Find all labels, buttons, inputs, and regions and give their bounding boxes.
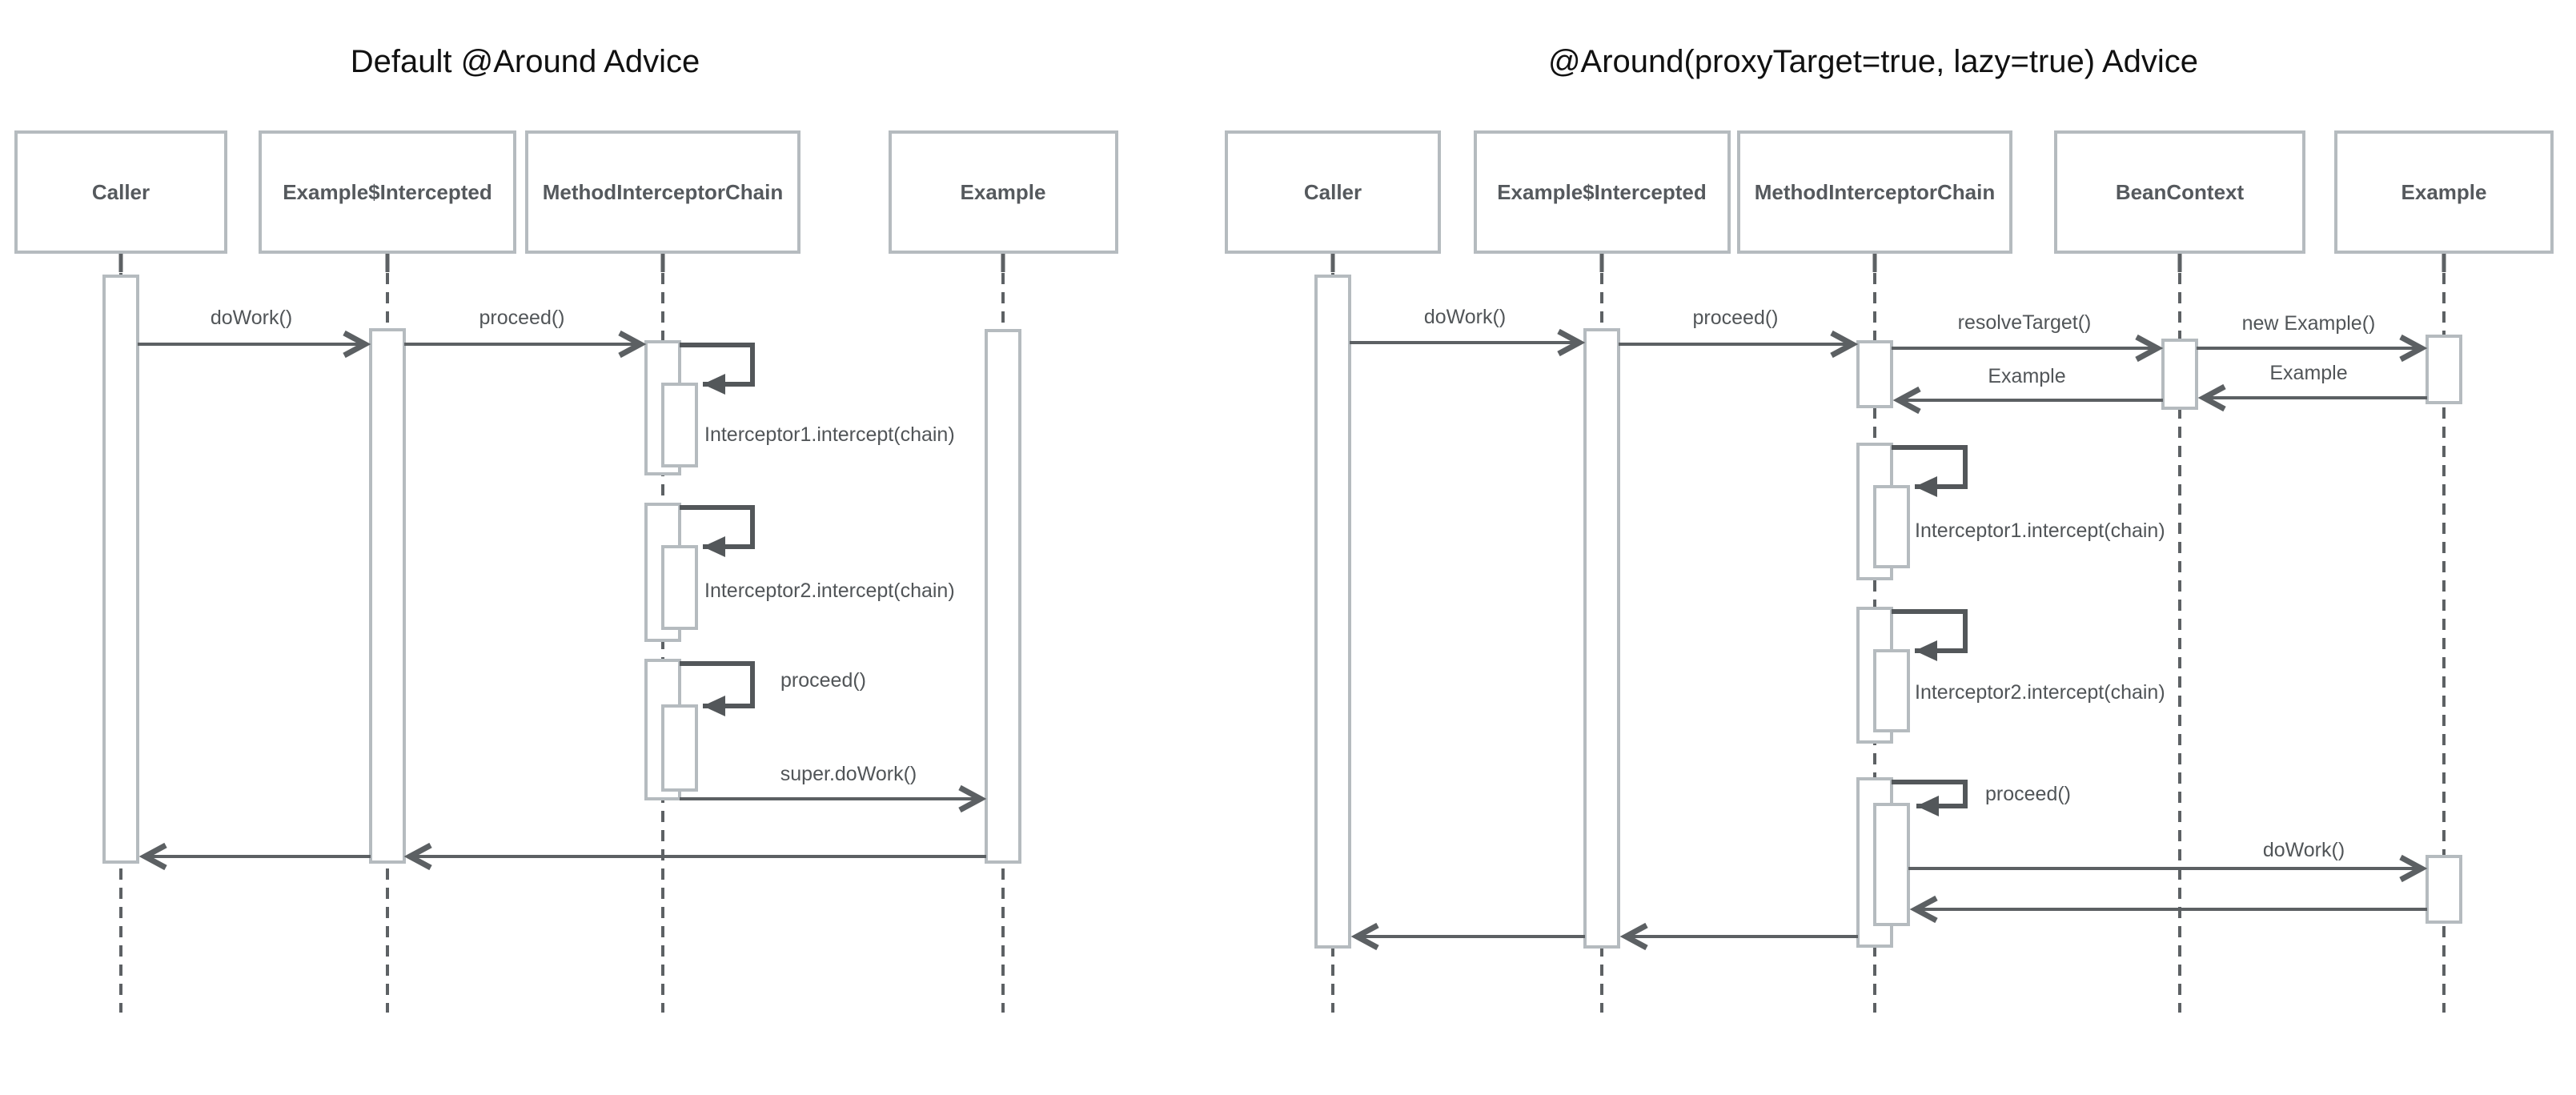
participant-label: Example$Intercepted — [1497, 180, 1707, 204]
label-super-dowork: super.doWork() — [780, 763, 917, 785]
label-self-proceed: proceed() — [1985, 783, 2071, 805]
activation-bean-context — [2161, 339, 2198, 410]
activation-chain-block1-nested — [1873, 485, 1910, 568]
activation-caller — [102, 275, 139, 864]
activation-example-dowork — [2426, 855, 2462, 924]
participant-method-interceptor-chain: MethodInterceptorChain — [1737, 130, 2012, 254]
participant-label: MethodInterceptorChain — [1755, 180, 1995, 204]
participant-label: Example — [2401, 180, 2487, 204]
label-dowork: doWork() — [1424, 306, 1506, 328]
participant-label: BeanContext — [2116, 180, 2245, 204]
self-call-arrow-interceptor1 — [680, 343, 755, 395]
participant-method-interceptor-chain: MethodInterceptorChain — [525, 130, 800, 254]
self-call-arrow-interceptor2 — [1892, 609, 1968, 661]
activation-example-intercepted — [1583, 328, 1620, 949]
diagram-title: Default @Around Advice — [351, 44, 700, 79]
label-interceptor1: Interceptor1.intercept(chain) — [1915, 519, 2165, 542]
self-call-arrow-proceed — [1892, 780, 1968, 816]
participant-label: Example$Intercepted — [283, 180, 492, 204]
label-interceptor1: Interceptor1.intercept(chain) — [704, 423, 955, 446]
activation-example-intercepted — [369, 328, 406, 864]
participant-example: Example — [889, 130, 1118, 254]
label-return-example-from-bean: Example — [1988, 365, 2065, 387]
activation-example — [985, 329, 1021, 864]
label-new-example: new Example() — [2242, 312, 2376, 335]
activation-chain-block3-nested — [1873, 803, 1910, 926]
self-call-arrow-interceptor1 — [1892, 445, 1968, 497]
activation-chain-resolve — [1856, 340, 1893, 408]
participant-label: MethodInterceptorChain — [543, 180, 783, 204]
participant-bean-context: BeanContext — [2054, 130, 2305, 254]
label-dowork-target: doWork() — [2263, 839, 2345, 861]
activation-caller — [1314, 275, 1351, 949]
activation-chain-block1-nested — [661, 383, 698, 467]
activation-chain-block2-nested — [1873, 649, 1910, 732]
self-call-arrow-interceptor2 — [680, 505, 755, 557]
diagram-proxy-target-lazy-advice: @Around(proxyTarget=true, lazy=true) Adv… — [1225, 44, 2554, 1013]
participant-example-intercepted: Example$Intercepted — [259, 130, 516, 254]
participant-caller: Caller — [1225, 130, 1441, 254]
label-resolve-target: resolveTarget() — [1958, 311, 2092, 334]
participant-label: Caller — [92, 180, 150, 204]
label-interceptor2: Interceptor2.intercept(chain) — [704, 580, 955, 602]
diagram-default-around-advice: Default @Around Advice d — [14, 44, 1118, 1013]
participant-label: Example — [961, 180, 1046, 204]
label-proceed: proceed() — [1693, 307, 1779, 329]
label-proceed: proceed() — [479, 307, 565, 329]
participant-example-intercepted: Example$Intercepted — [1474, 130, 1731, 254]
label-return-example-from-target: Example — [2269, 362, 2347, 384]
participant-example: Example — [2334, 130, 2554, 254]
label-interceptor2: Interceptor2.intercept(chain) — [1915, 681, 2165, 704]
activation-chain-block2-nested — [661, 545, 698, 630]
participant-caller: Caller — [14, 130, 227, 254]
activation-chain-block3-nested — [661, 704, 698, 792]
label-self-proceed: proceed() — [780, 669, 866, 692]
diagram-title: @Around(proxyTarget=true, lazy=true) Adv… — [1548, 44, 2198, 79]
self-call-arrow-proceed — [680, 661, 755, 716]
activation-example-constructor — [2426, 335, 2462, 404]
participant-label: Caller — [1304, 180, 1362, 204]
label-dowork: doWork() — [211, 307, 292, 329]
